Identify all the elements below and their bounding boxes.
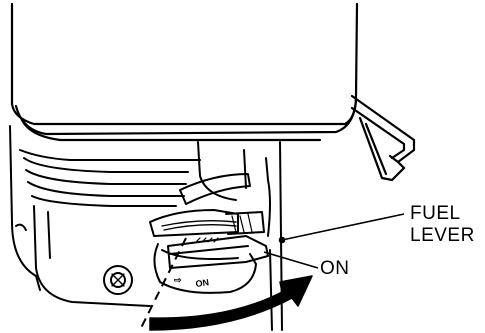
fuel-lever-label-line1: FUEL: [410, 203, 461, 225]
on-position-label: ON: [320, 258, 350, 280]
fuel-lever-label-line2: LEVER: [410, 225, 475, 247]
bracket-arm: [352, 96, 414, 180]
valve-assembly: [150, 174, 268, 293]
on-leader-line: [264, 252, 318, 268]
fuel-lever-leader-line: [280, 214, 405, 243]
engine-housing: [10, 126, 282, 330]
fuel-tank-body: [12, 4, 357, 140]
valve-marking-on: ON: [195, 277, 210, 289]
valve-marking-arrow: ⇨: [174, 275, 182, 285]
